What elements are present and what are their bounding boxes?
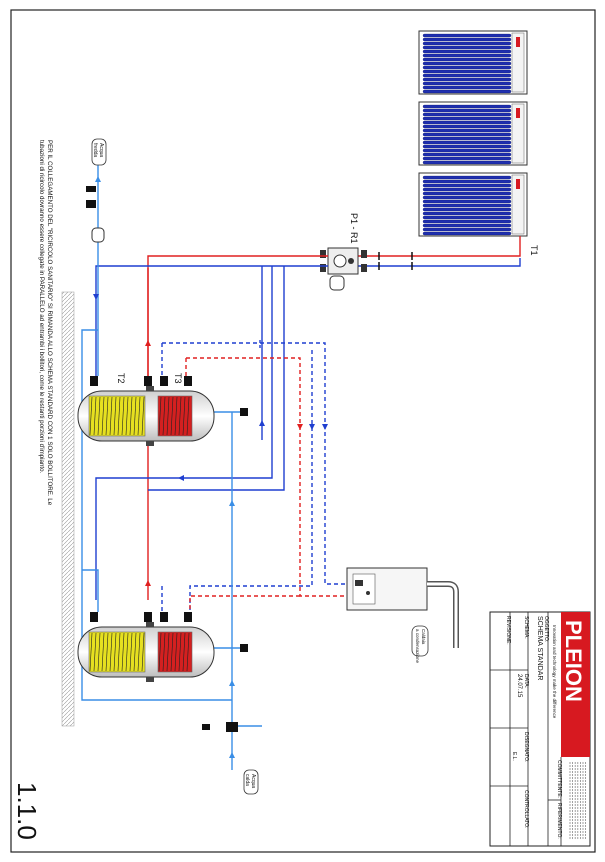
oggetto-value: SCHEMA STANDAR (536, 616, 543, 680)
data-value: 24.07.15 (516, 674, 522, 698)
drawing-frame (10, 9, 596, 853)
title-block: PLEION Innovation and technology make th… (489, 611, 591, 847)
solar-loop (356, 236, 521, 270)
disegnato-value: E.L. (511, 752, 517, 761)
note-line-1: PER IL COLLEGAMENTO DEL "RICIRCOLO SANIT… (46, 140, 53, 506)
svg-text:Caldaia: Caldaia (421, 629, 426, 645)
solar-collector (418, 101, 528, 166)
floor-hatch (61, 291, 75, 727)
brand-logo (561, 612, 590, 757)
company-info-block (569, 762, 586, 840)
brand-name: PLEION (561, 620, 586, 702)
cold-water-inlet-label: Acqua fredda (91, 138, 107, 166)
svg-text:Acqua: Acqua (98, 143, 104, 157)
tank-fittings (86, 186, 248, 732)
page-number: 1.1.0 (12, 782, 42, 840)
hot-water-outlet-label: Acqua calda (243, 769, 259, 795)
heating-circuits (81, 150, 347, 770)
riferimento-label: RIFERIMENTO: (556, 803, 562, 839)
disegnato-label: DISEGNATO: (523, 732, 529, 762)
solar-collector-array (418, 30, 528, 237)
data-label: DATA: (523, 674, 529, 688)
t2-sensor-label: T2 (116, 373, 126, 384)
flow-arrows (93, 176, 328, 758)
schema-label: SCHEMA: (523, 616, 529, 639)
solar-collector (418, 30, 528, 95)
boiler-label: Caldaia a condensazione (411, 625, 429, 664)
committente-label: COMMITTENTE: (556, 760, 562, 798)
oggetto-label: OGGETTO: (543, 616, 549, 642)
controllato-label: CONTROLLATO: (523, 790, 529, 828)
t3-sensor-label: T3 (173, 373, 183, 384)
t1-sensor-label: T1 (529, 245, 539, 256)
pump-group-label: P1 - R1 (349, 213, 359, 244)
condensing-boiler (346, 567, 459, 648)
note-line-2: tubazioni di ricircolo dovranno essere c… (38, 140, 45, 474)
solar-collector (418, 172, 528, 237)
svg-text:fredda: fredda (92, 143, 98, 157)
storage-tank-upper (77, 386, 215, 446)
revisione-label: REVISIONE: (505, 616, 511, 645)
svg-text:Acqua: Acqua (250, 774, 256, 788)
svg-text:calda: calda (244, 774, 250, 786)
svg-text:a condensazione: a condensazione (415, 629, 420, 664)
solar-pump-group-p1-r1 (320, 247, 367, 291)
brand-tagline: Innovation and technology make the diffe… (552, 625, 557, 719)
expansion-vessel (91, 227, 105, 243)
storage-tank-lower (77, 622, 215, 682)
